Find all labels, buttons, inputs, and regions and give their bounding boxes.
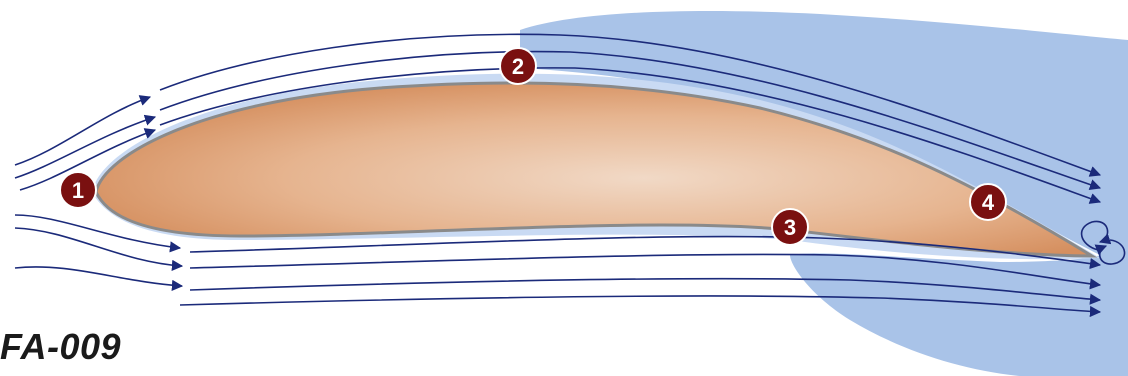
marker-2: 2 — [500, 48, 536, 84]
marker-4-label: 4 — [982, 190, 995, 215]
marker-4: 4 — [970, 184, 1006, 220]
streamline-lower-5 — [15, 267, 182, 286]
marker-2-label: 2 — [512, 54, 524, 79]
marker-3: 3 — [772, 209, 808, 245]
marker-1: 1 — [60, 172, 96, 208]
marker-3-label: 3 — [784, 215, 796, 240]
streamline-lower-3 — [15, 228, 182, 266]
figure-label: FA-009 — [0, 326, 121, 368]
marker-1-label: 1 — [72, 178, 84, 203]
